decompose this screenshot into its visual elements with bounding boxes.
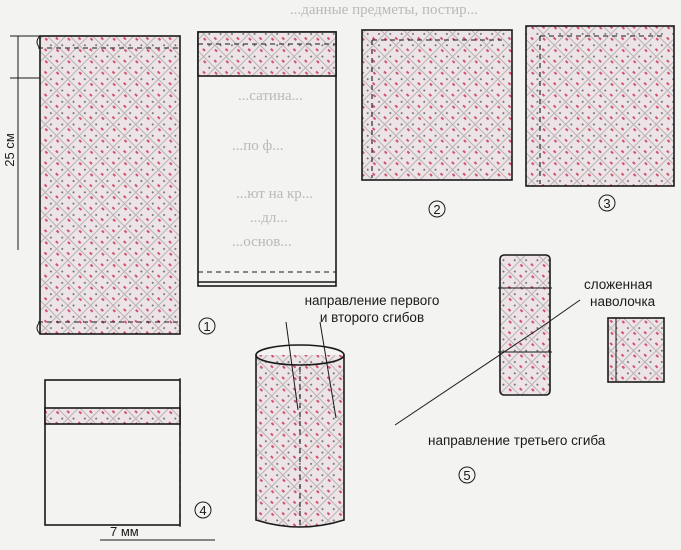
step-number: 2 (433, 202, 440, 217)
panel-outline (361, 29, 513, 181)
top-hem-outline (197, 31, 337, 77)
bg-text-line: ...основ... (232, 234, 292, 250)
step-number: 5 (463, 468, 470, 483)
bg-text-line: ...сатина... (238, 88, 303, 104)
panel-outline (525, 25, 675, 187)
third-fold-label: направление третьего сгиба (428, 433, 606, 448)
hem-band (45, 408, 180, 424)
fabric-outline (39, 35, 181, 335)
step-3-figure: 3 (525, 25, 675, 212)
background-text: ...данные предметы, постир... ...сатина.… (232, 2, 478, 250)
rolled-outline (499, 254, 551, 396)
folded-pack (608, 318, 664, 382)
bg-text-line: ...по ф... (232, 138, 284, 154)
bg-text-line: ...дл... (250, 210, 288, 226)
pointer-line (285, 321, 299, 411)
third-fold-pointer (394, 327, 541, 426)
step-number: 1 (203, 319, 210, 334)
step-5-cylinder (255, 321, 345, 528)
seam-allowance-label: 7 мм (110, 524, 139, 539)
first-second-fold-label: и второго сгибов (320, 310, 424, 325)
dimension-label: 25 см (2, 133, 17, 167)
step-5-roll (498, 254, 552, 396)
hem-roll-top (36, 35, 41, 49)
hem-roll-bottom (36, 321, 41, 335)
first-second-fold-label: направление первого (305, 293, 440, 308)
cylinder-outline (255, 355, 345, 528)
step-1-figure: 25 см 1 (2, 35, 216, 335)
folded-pillowcase-label: наволочка (590, 294, 656, 309)
fabric-panel (362, 30, 512, 180)
pointer-line (319, 321, 337, 419)
fabric-panel (526, 26, 674, 186)
folded-outline (607, 317, 665, 383)
step-number-circle (428, 200, 446, 218)
step-number-circle (458, 466, 476, 484)
step-number-circle (198, 317, 216, 335)
step-number-circle (598, 194, 616, 212)
folded-pillowcase (607, 317, 665, 383)
folded-pillowcase-label: сложенная (584, 277, 652, 292)
pillowcase-outline (44, 379, 181, 526)
step-number: 4 (199, 503, 206, 518)
step-2-figure: 2 (361, 29, 513, 218)
fabric-strip (40, 36, 180, 334)
rolled-pillowcase (500, 255, 550, 395)
bg-text-line: ...данные предметы, постир... (290, 2, 478, 18)
top-hem-fabric (198, 32, 336, 76)
step-1b-figure (197, 31, 337, 287)
step-4-figure: 7 мм 4 (44, 378, 215, 541)
step-number: 3 (603, 196, 610, 211)
bg-text-line: ...ют на кр... (236, 186, 313, 202)
third-fold-pointer (539, 299, 581, 329)
step-number-circle (194, 501, 212, 519)
